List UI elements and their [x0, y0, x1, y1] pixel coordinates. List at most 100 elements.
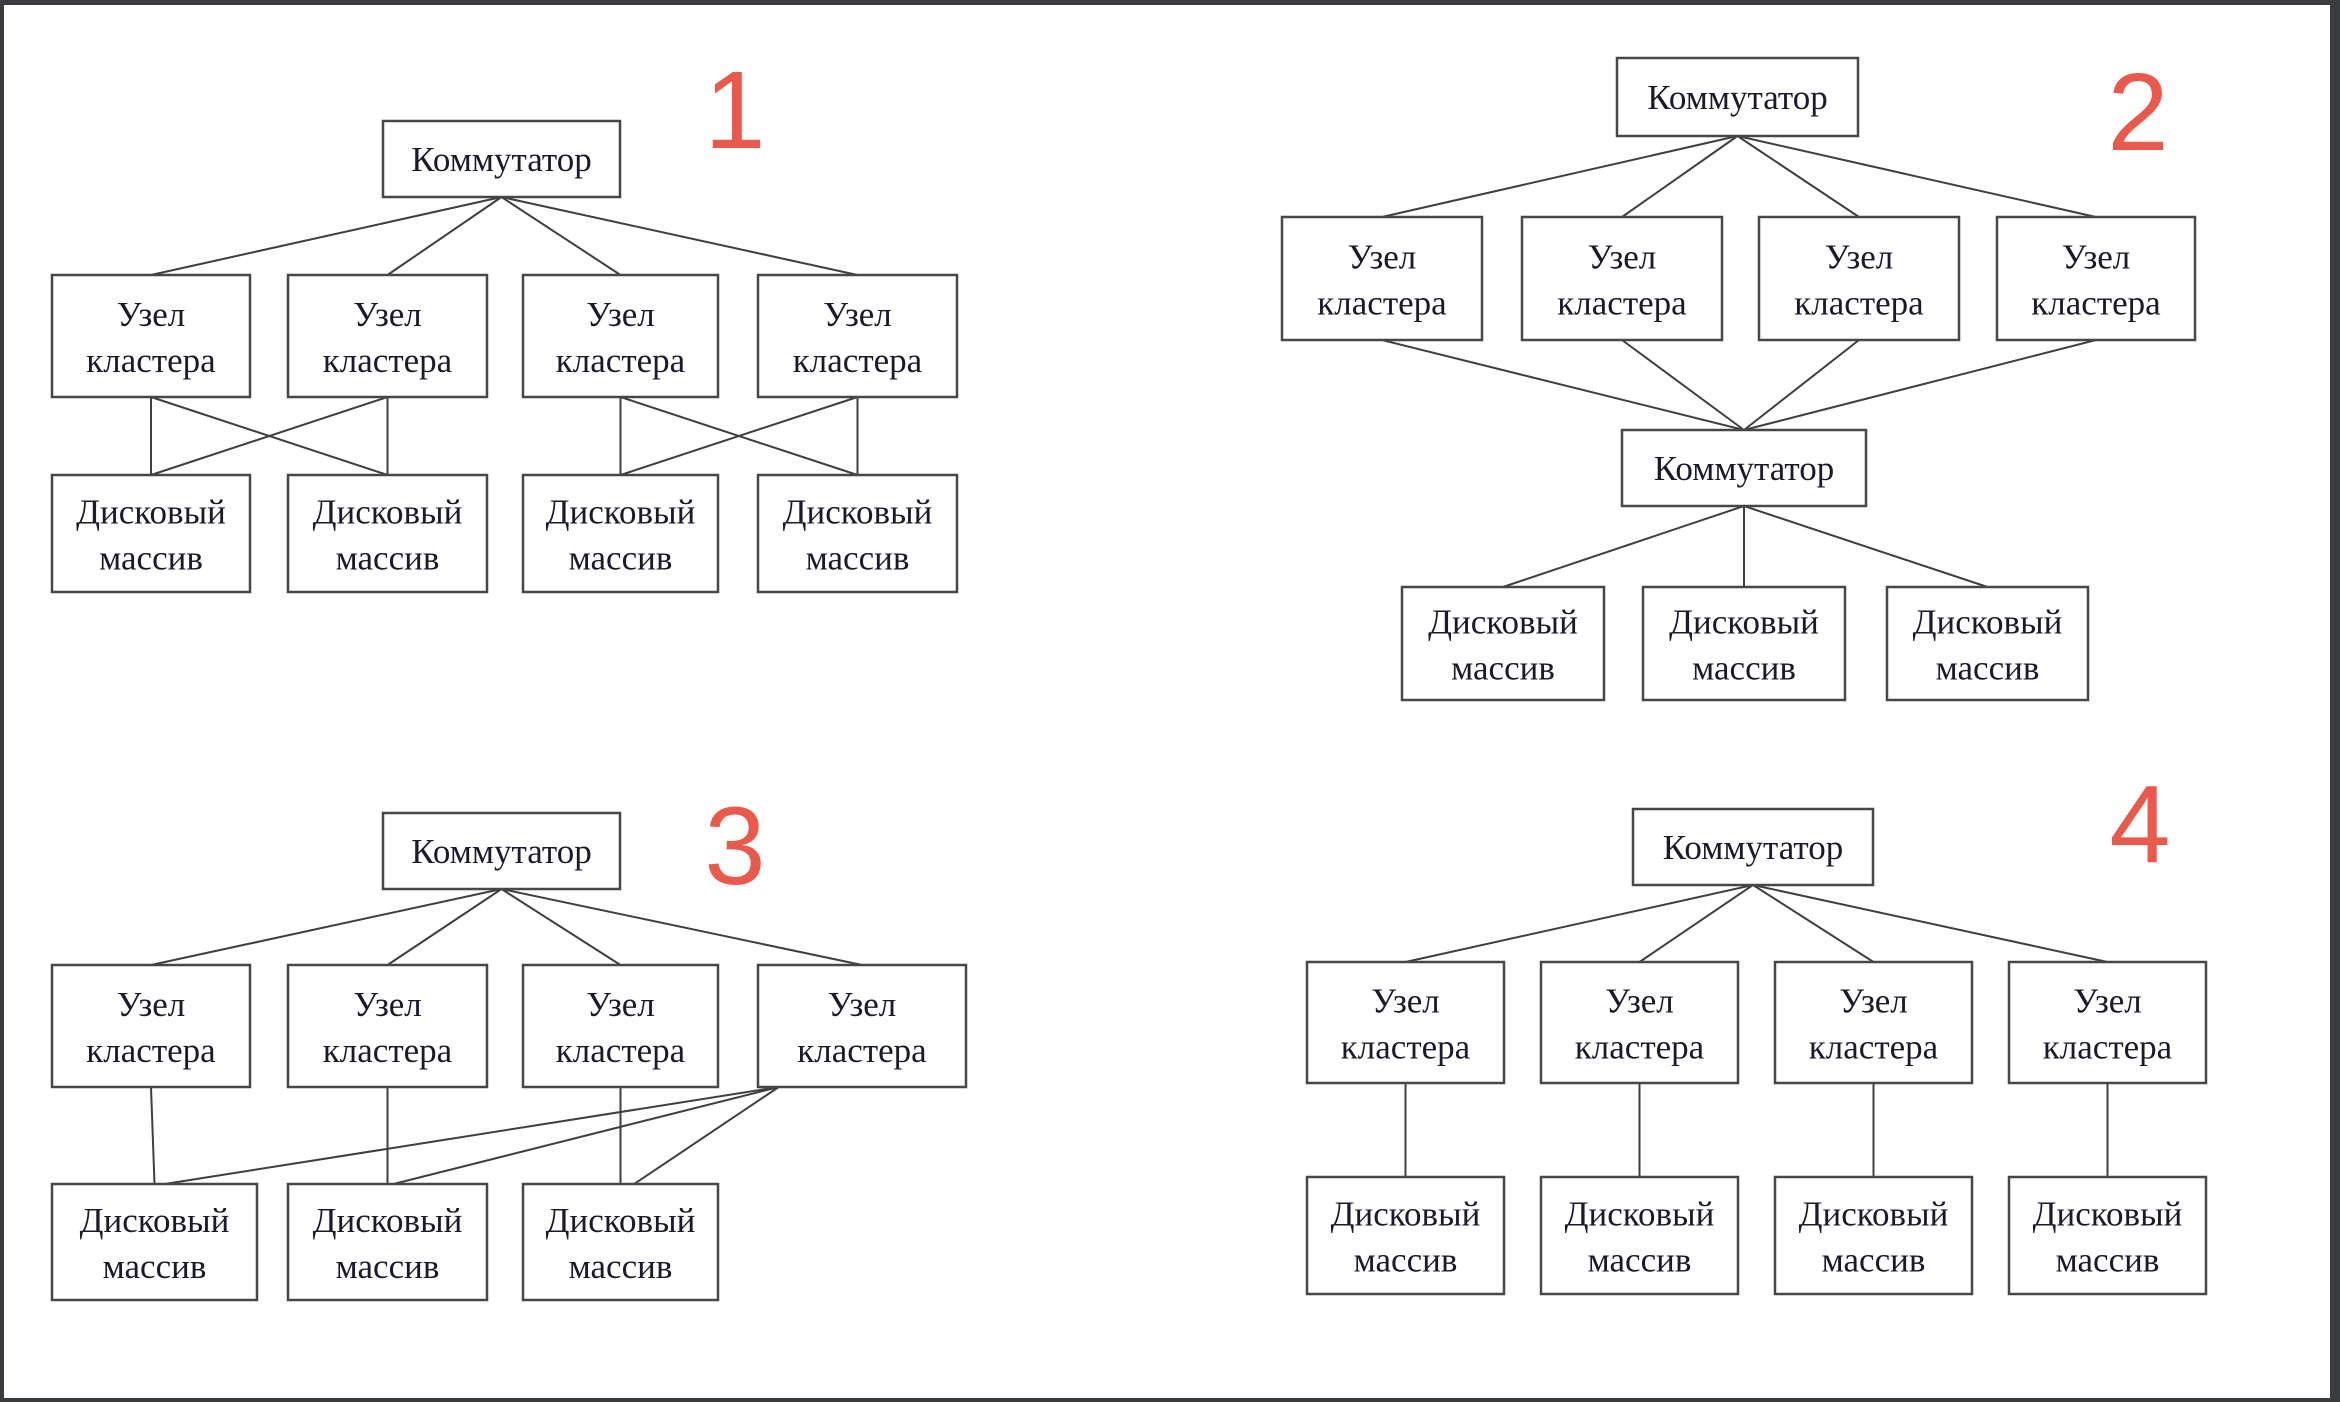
diagram-1-edge-switch-to-node-1 — [150, 196, 502, 276]
diagram-1-array-1-box — [50, 473, 252, 594]
diagram-2-edge-switch-top-to-node-1 — [1381, 135, 1738, 218]
diagram-4-node-1-box — [1305, 960, 1506, 1085]
diagram-2-edge-switch-top-to-node-3 — [1736, 135, 1860, 218]
diagram-4-number: 4 — [2109, 763, 2170, 886]
diagram-2-edge-switch-bottom-to-array-3 — [1743, 505, 1988, 588]
diagram-3-node-1-box — [50, 963, 252, 1089]
diagram-3-edge-node-1-to-array-1 — [150, 1086, 156, 1185]
diagram-3-switch-label: Коммутатор — [411, 832, 591, 871]
diagram-2-switch-bottom-box — [1620, 428, 1868, 508]
diagram-2-node-1-box — [1280, 215, 1484, 342]
diagram-2-edge-node-2-to-switch-bottom — [1621, 339, 1745, 431]
diagram-3-edge-switch-to-node-3 — [500, 888, 622, 966]
diagram-3-node-2-box — [286, 963, 489, 1089]
diagram-3-array-3-box — [521, 1182, 720, 1302]
diagram-1-node-3-box — [521, 273, 720, 399]
diagram-2-array-2-box — [1641, 585, 1847, 702]
diagram-2-node-4-box — [1995, 215, 2197, 342]
diagram-2-switch-bottom-label: Коммутатор — [1654, 449, 1834, 488]
diagram-3-edge-node-4-to-array-2 — [393, 1086, 780, 1185]
diagram-4-array-1-box — [1305, 1175, 1506, 1296]
diagram-1-edge-switch-to-node-2 — [386, 196, 503, 276]
diagram-2-edge-node-4-to-switch-bottom — [1743, 339, 2097, 431]
diagram-1-number: 1 — [704, 49, 765, 172]
diagram-1-switch-box — [381, 119, 622, 199]
diagram-2-node-2-box — [1520, 215, 1724, 342]
diagram-4-array-3-box — [1773, 1175, 1974, 1296]
diagram-2-edge-node-1-to-switch-bottom — [1381, 339, 1745, 431]
diagram-1-node-2-box — [286, 273, 489, 399]
diagram-1-edge-node-4-to-array-3 — [620, 396, 858, 476]
diagram-3-array-2-box — [286, 1182, 489, 1302]
diagram-1-node-1-box — [50, 273, 252, 399]
diagram-4-node-4-box — [2007, 960, 2208, 1085]
diagram-1-array-4-box — [756, 473, 959, 594]
diagram-2-edge-switch-top-to-node-2 — [1621, 135, 1739, 218]
diagram-2-edge-switch-bottom-to-array-1 — [1502, 505, 1745, 588]
diagram-2-array-3-box — [1885, 585, 2090, 702]
diagram-4-edge-switch-to-node-1 — [1405, 884, 1754, 963]
diagram-2-number: 2 — [2107, 51, 2168, 174]
diagram-3-array-1-box — [50, 1182, 259, 1302]
diagram-2-edge-switch-top-to-node-4 — [1737, 135, 2097, 218]
diagram-3-number: 3 — [704, 785, 765, 908]
diagram-4-edge-switch-to-node-4 — [1752, 884, 2108, 963]
diagram-3-edge-switch-to-node-4 — [501, 888, 863, 966]
diagram-2-switch-top-box — [1615, 56, 1860, 138]
diagram-4-switch-box — [1631, 807, 1875, 887]
diagram-3-node-3-box — [521, 963, 720, 1089]
diagram-1-array-3-box — [521, 473, 720, 594]
diagram-1-edge-switch-to-node-4 — [501, 196, 858, 276]
diagram-1-switch-label: Коммутатор — [411, 140, 591, 179]
diagram-1-array-2-box — [286, 473, 489, 594]
diagram-1-node-4-box — [756, 273, 959, 399]
diagram-4-node-2-box — [1539, 960, 1740, 1085]
diagram-2-node-3-box — [1757, 215, 1961, 342]
diagram-4-switch-label: Коммутатор — [1663, 828, 1843, 867]
diagram-3-edge-switch-to-node-1 — [150, 888, 502, 966]
diagram-2-edge-node-3-to-switch-bottom — [1743, 339, 1860, 431]
diagram-1-edge-node-2-to-array-1 — [150, 396, 388, 476]
diagram-4-array-2-box — [1539, 1175, 1740, 1296]
diagram-3-edge-switch-to-node-2 — [386, 888, 503, 966]
diagram-1-edge-switch-to-node-3 — [500, 196, 622, 276]
diagram-3-edge-node-4-to-array-1 — [164, 1086, 779, 1185]
diagram-2-array-1-box — [1400, 585, 1606, 702]
diagram-4-edge-switch-to-node-3 — [1752, 884, 1875, 963]
diagram-3-node-4-box — [756, 963, 968, 1089]
diagram-2-switch-top-label: Коммутатор — [1647, 78, 1827, 117]
